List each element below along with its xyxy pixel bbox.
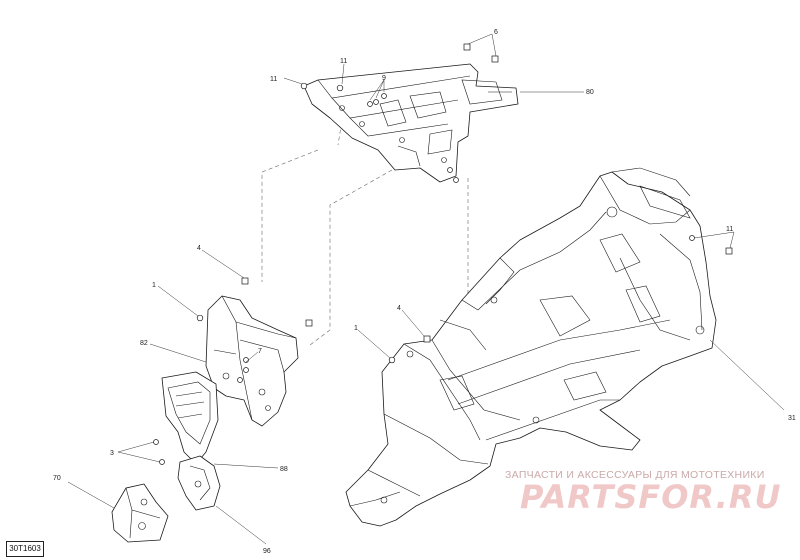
watermark-logo: PARTSFOR.RU bbox=[520, 478, 782, 516]
part-labels: 11 11 9 6 80 4 1 82 7 3 70 88 96 1 4 11 … bbox=[53, 29, 796, 555]
label-31: 31 bbox=[788, 415, 796, 422]
upper-crossmember-assembly bbox=[303, 63, 519, 183]
lower-bracket bbox=[177, 455, 221, 511]
label-96: 96 bbox=[263, 548, 271, 555]
skid-plate bbox=[161, 371, 219, 465]
label-4-left: 4 bbox=[197, 245, 201, 252]
label-11-upper: 11 bbox=[340, 58, 347, 65]
label-3: 3 bbox=[110, 450, 114, 457]
label-82: 82 bbox=[140, 340, 148, 347]
label-9: 9 bbox=[382, 75, 386, 82]
mount-bracket bbox=[111, 483, 169, 543]
reference-code: 30T1603 bbox=[6, 541, 44, 557]
label-7: 7 bbox=[258, 348, 262, 355]
leader-lines bbox=[67, 33, 785, 545]
fasteners bbox=[153, 43, 733, 465]
label-6: 6 bbox=[494, 29, 498, 36]
label-11-right: 11 bbox=[726, 226, 733, 233]
label-1-left: 1 bbox=[152, 282, 156, 289]
side-bracket bbox=[205, 295, 299, 427]
label-80: 80 bbox=[586, 89, 594, 96]
label-88: 88 bbox=[280, 466, 288, 473]
label-4-right: 4 bbox=[397, 305, 401, 312]
label-11-upper-left: 11 bbox=[270, 76, 277, 83]
watermark-caption: ЗАПЧАСТИ И АКСЕССУАРЫ ДЛЯ МОТОТЕХНИКИ bbox=[505, 469, 765, 481]
label-1-right: 1 bbox=[354, 325, 358, 332]
main-frame bbox=[345, 167, 717, 527]
label-70: 70 bbox=[53, 475, 61, 482]
